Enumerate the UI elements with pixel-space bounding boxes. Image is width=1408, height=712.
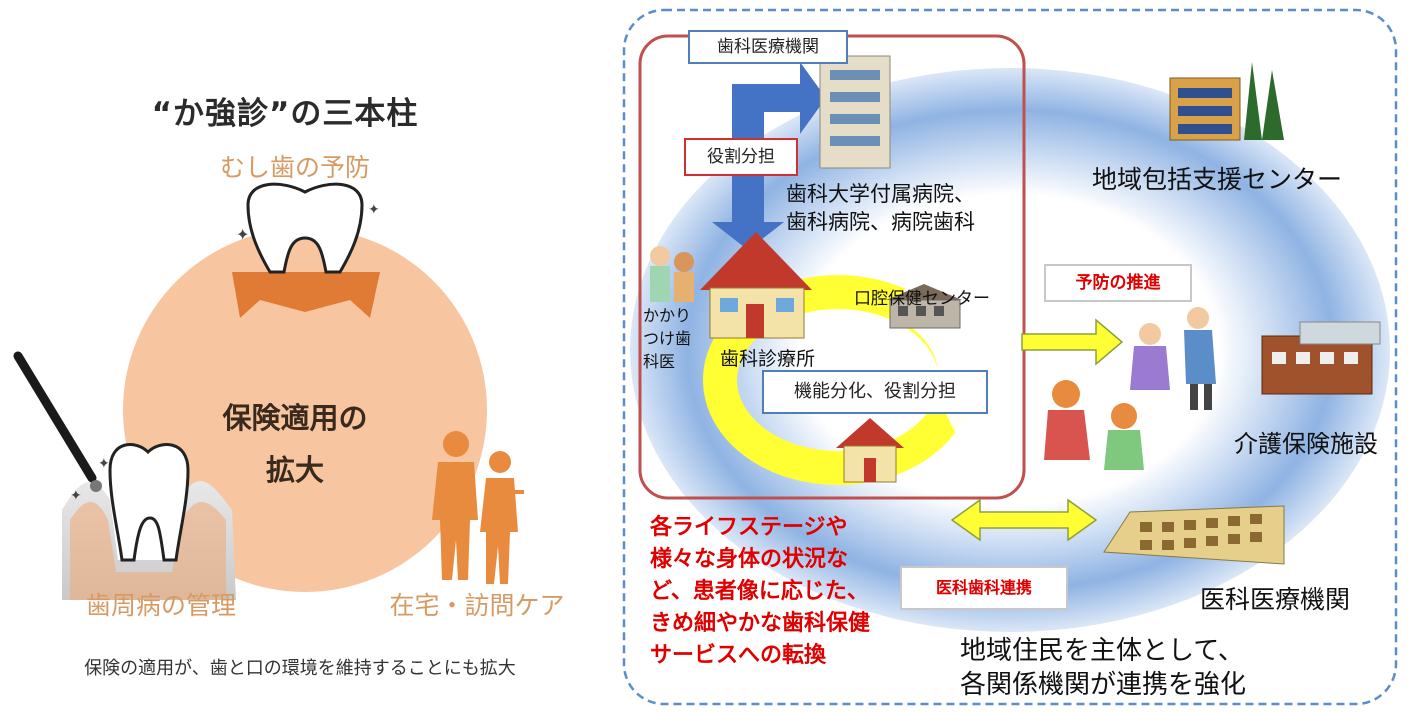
hospital-building-icon	[819, 55, 891, 169]
prevention-arrow-icon	[1021, 318, 1124, 366]
role-sharing-box: 役割分担	[684, 138, 798, 176]
medical-dental-collaboration-box: 医科歯科連携	[900, 566, 1068, 610]
home-visit-care-label: 在宅・訪問ケア	[389, 591, 565, 620]
university-hospital-line1: 歯科大学付属病院、	[786, 182, 975, 206]
medical-hospital-building-icon	[1103, 505, 1285, 565]
prevention-box: 予防の推進	[1044, 264, 1192, 302]
periodontal-tooth-icon	[108, 443, 190, 562]
children-icon	[1044, 380, 1144, 470]
collaboration-message-line1: 地域住民を主体として、	[960, 636, 1244, 666]
oral-health-center-label: 口腔保健センター	[854, 289, 990, 309]
family-dentist-line2: つけ歯	[643, 329, 692, 348]
sparkle-icon: ✦	[70, 488, 82, 504]
gum-inflamed	[70, 501, 226, 600]
community-center-building-icon	[1169, 62, 1284, 141]
service-shift-message: 各ライフステージや様々な身体の状況など、患者像に応じた、きめ細やかな歯科保健サー…	[650, 515, 871, 668]
periodontal-management-label: 歯周病の管理	[85, 591, 236, 620]
care-facility-label: 介護保険施設	[1234, 430, 1378, 458]
home-visit-figures-icon	[432, 431, 524, 584]
elderly-people-icon	[1130, 307, 1216, 410]
medical-institution-label: 医科医療機関	[1200, 585, 1351, 614]
community-support-center-label: 地域包括支援センター	[1092, 165, 1343, 194]
right-panel	[622, 8, 1398, 706]
sparkle-icon: ✦	[368, 202, 380, 218]
university-hospital-line2: 歯科病院、病院歯科	[786, 210, 975, 234]
collaboration-message-line2: 各関係機関が連携を強化	[960, 670, 1247, 700]
sparkle-icon: ✦	[98, 456, 110, 472]
insurance-expansion-line1: 保険適用の	[222, 401, 368, 435]
clinic-house-icon	[700, 232, 812, 339]
dental-clinic-label: 歯科診療所	[720, 348, 816, 370]
family-dentist-line1: かかり	[643, 306, 692, 325]
collaboration-message: 地域住民を主体として、 各関係機関が連携を強化	[960, 634, 1246, 702]
caries-prevention-label: むし歯の予防	[219, 153, 370, 182]
probe-tip	[90, 480, 102, 492]
insurance-expansion-line2: 拡大	[265, 453, 324, 487]
family-dentist-label: かかり つけ歯 科医	[643, 304, 691, 373]
university-hospital-label: 歯科大学付属病院、 歯科病院、病院歯科	[786, 180, 975, 236]
family-dentist-icon	[650, 246, 694, 302]
function-division-box: 機能分化、役割分担	[762, 370, 988, 414]
dental-institution-box: 歯科医療機関	[688, 30, 848, 64]
dental-probe-icon	[13, 351, 97, 483]
insurance-expansion-label: 保険適用の 拡大	[185, 392, 405, 496]
left-panel: ✦ ✦ ✦ ✦	[13, 182, 524, 600]
family-dentist-line3: 科医	[643, 352, 676, 371]
outer-dashed-frame	[622, 8, 1398, 706]
oral-health-center-icon	[886, 284, 962, 329]
gum-shape	[232, 272, 380, 318]
collaboration-arrow-icon	[950, 498, 1098, 542]
insurance-caption: 保険の適用が、歯と口の環境を維持することにも拡大	[84, 658, 516, 679]
three-pillars-title: “か強診”の三本柱	[151, 96, 419, 132]
care-facility-building-icon	[1261, 321, 1381, 395]
small-clinic-house-icon	[836, 418, 904, 483]
role-sharing-arrow-icon	[712, 62, 826, 250]
sparkle-icon: ✦	[236, 225, 249, 244]
healthy-tooth-icon	[246, 182, 364, 274]
